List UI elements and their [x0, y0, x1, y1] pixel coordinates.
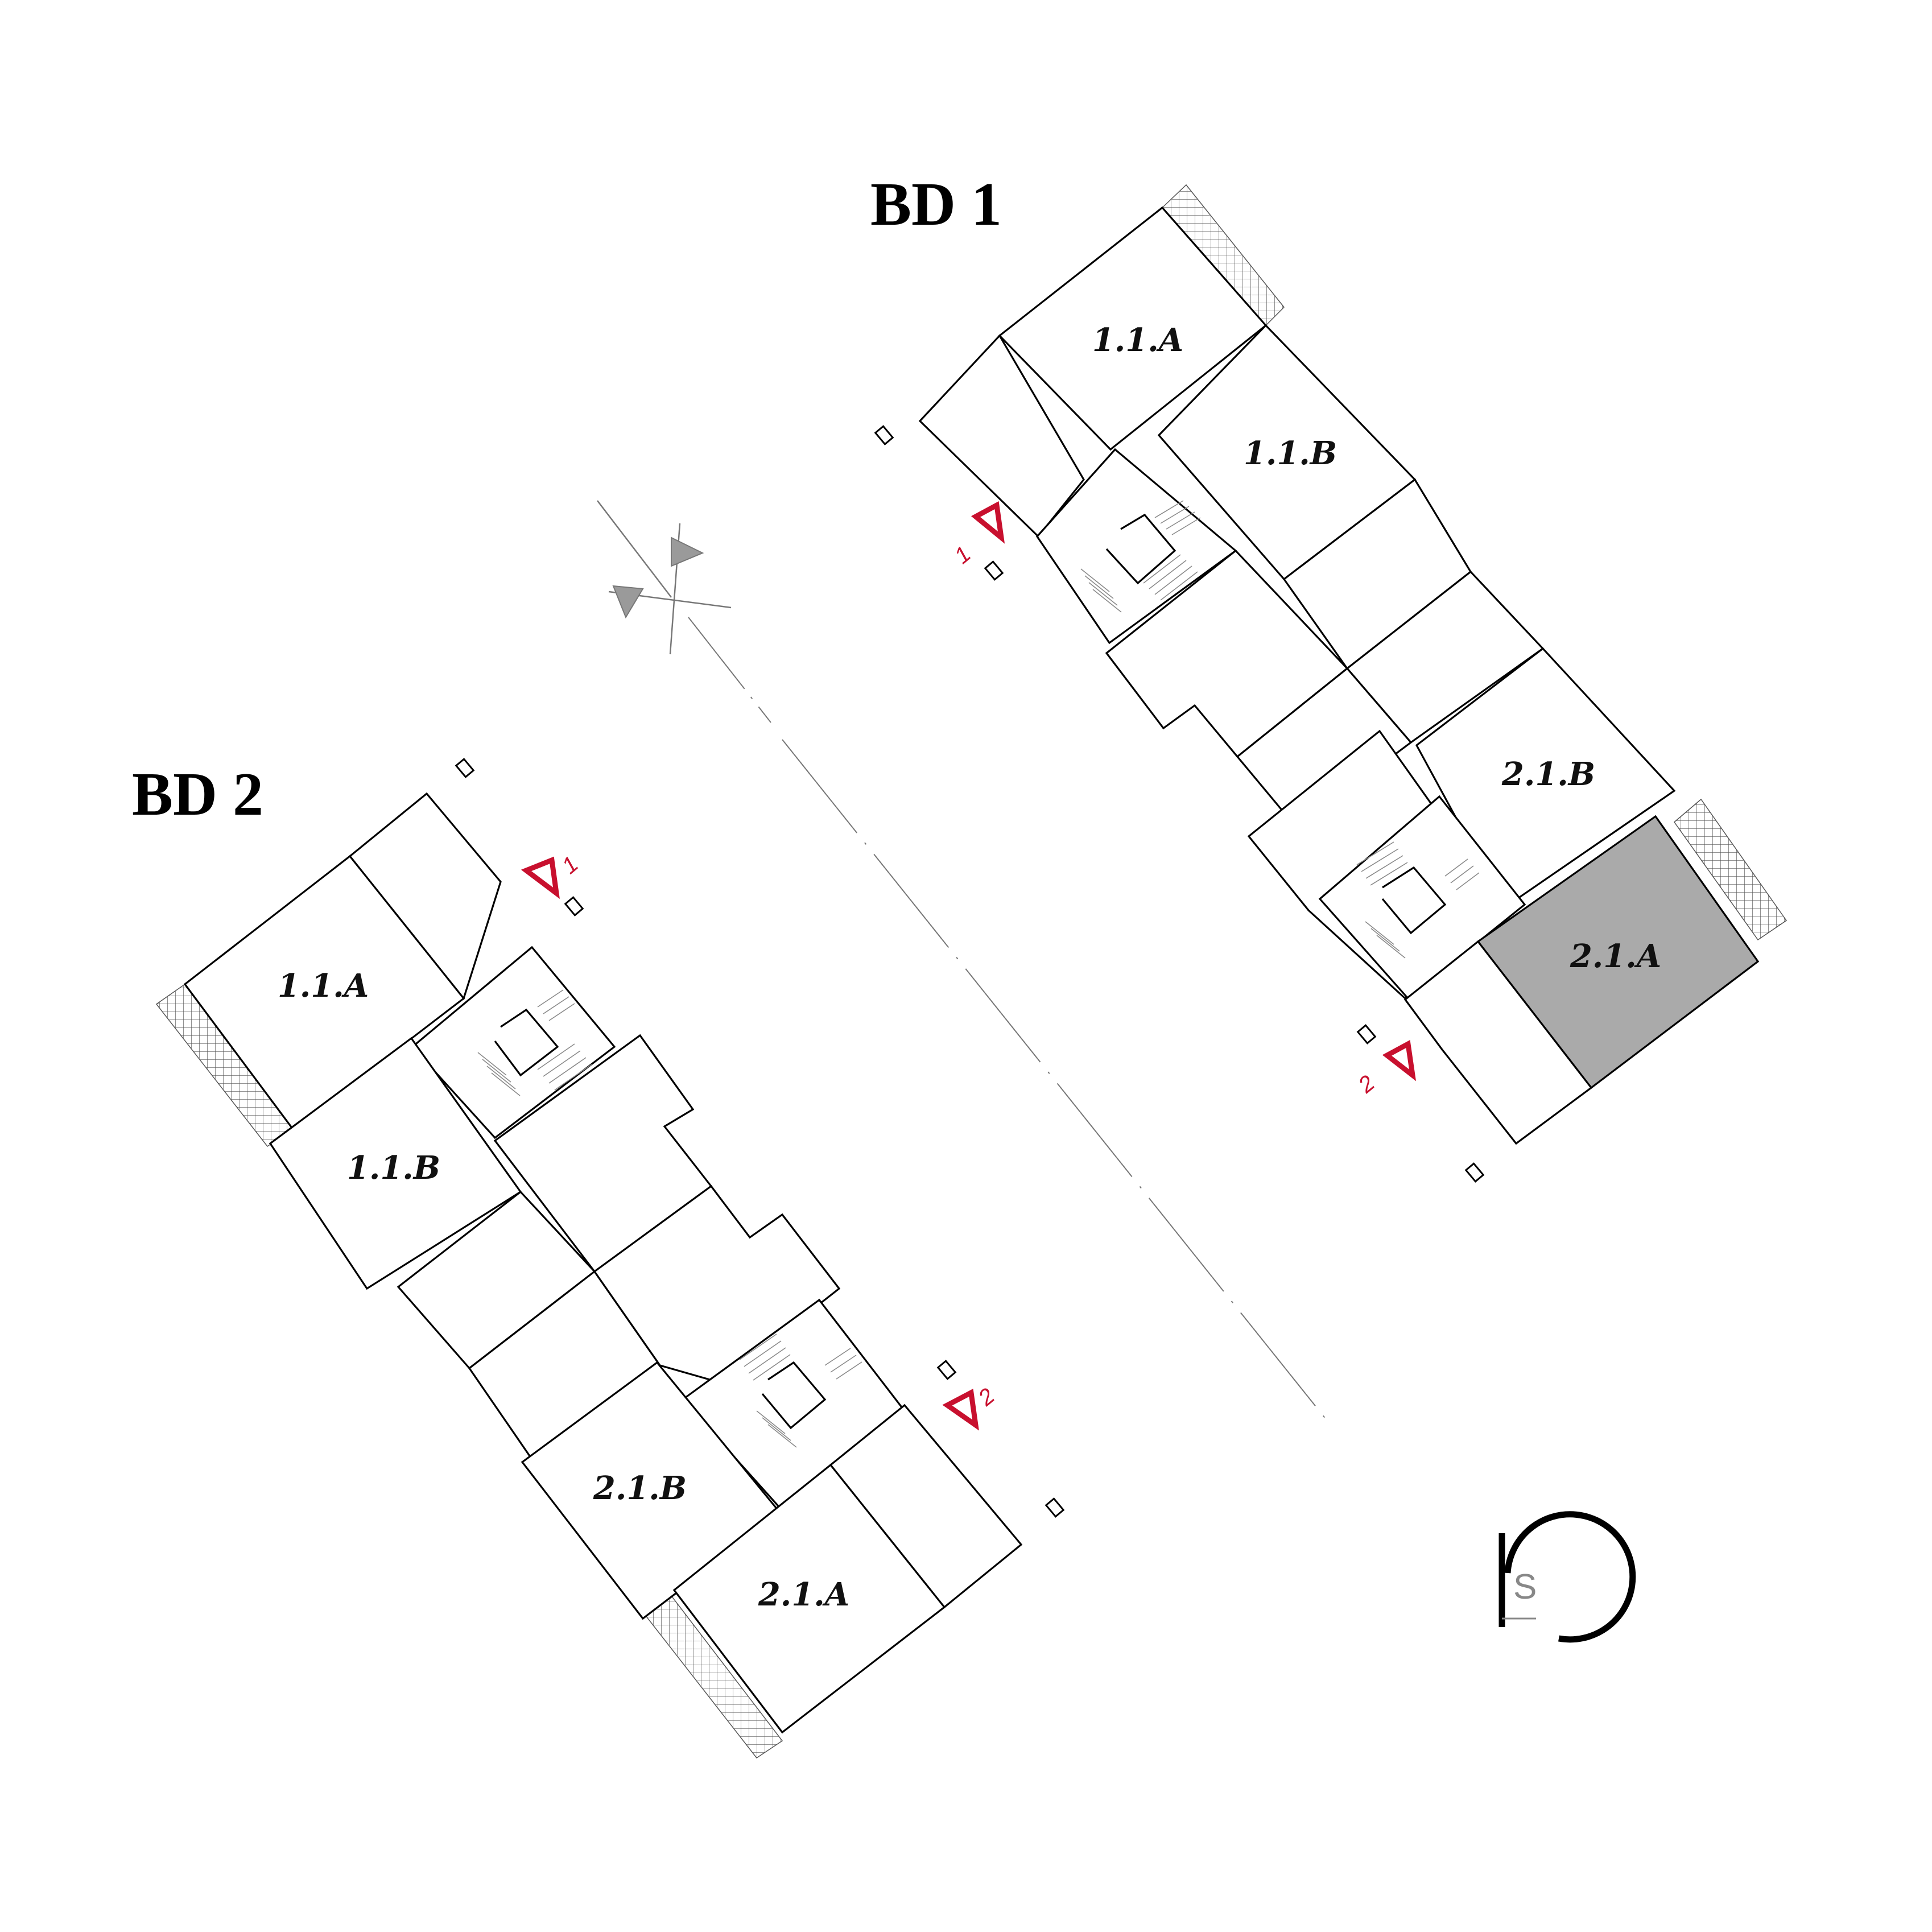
ls-logo-icon: S [1498, 1511, 1636, 1643]
section-triangle-icon[interactable]: 2 [1353, 1039, 1417, 1099]
unit-label: 1.1.A [1092, 321, 1183, 359]
section-triangle-icon[interactable]: 1 [521, 852, 583, 899]
unit-label: 2.1.B [1501, 756, 1595, 793]
marker-post [1464, 1162, 1485, 1183]
marker-post [564, 896, 584, 917]
marker-post [874, 425, 894, 445]
stair-core[interactable] [411, 946, 616, 1140]
room-1-1-a[interactable] [183, 854, 465, 1131]
marker-post [984, 560, 1004, 581]
svg-text:2: 2 [973, 1384, 1000, 1411]
unit-label: 1.1.A [278, 967, 369, 1005]
building-bd1: BD 1 [870, 171, 1787, 1183]
stair-core[interactable] [1318, 795, 1526, 1000]
building-bd2: BD 2 [132, 758, 1065, 1759]
stair-graphic [1356, 841, 1480, 959]
stair-graphic [1080, 500, 1201, 613]
unit-label: 1.1.B [1244, 435, 1337, 472]
marker-post [1356, 1024, 1377, 1045]
hatched-edge [1673, 798, 1787, 941]
logo-letters: S [1513, 1567, 1537, 1607]
stair-graphic [739, 1334, 862, 1448]
central-axis [688, 617, 1329, 1423]
unit-label: 2.1.B [593, 1469, 687, 1507]
section-triangle-icon[interactable]: 1 [950, 501, 1005, 569]
room [829, 1403, 1023, 1609]
marker-post [455, 758, 475, 778]
room [1403, 940, 1593, 1145]
stair-graphic [477, 989, 592, 1096]
unit-label: 2.1.A [1570, 938, 1661, 975]
svg-text:1: 1 [557, 852, 583, 879]
unit-label: 1.1.B [347, 1149, 440, 1187]
marker-post [936, 1360, 957, 1380]
unit-label: 2.1.A [758, 1576, 849, 1613]
building-title: BD 1 [870, 171, 1002, 238]
building-title: BD 2 [132, 761, 263, 828]
north-arrow-icon [597, 500, 732, 655]
section-triangle-icon[interactable]: 2 [942, 1384, 1000, 1431]
room [918, 334, 1085, 538]
marker-post [1045, 1497, 1065, 1518]
svg-text:2: 2 [1353, 1071, 1380, 1099]
svg-text:1: 1 [950, 542, 975, 569]
